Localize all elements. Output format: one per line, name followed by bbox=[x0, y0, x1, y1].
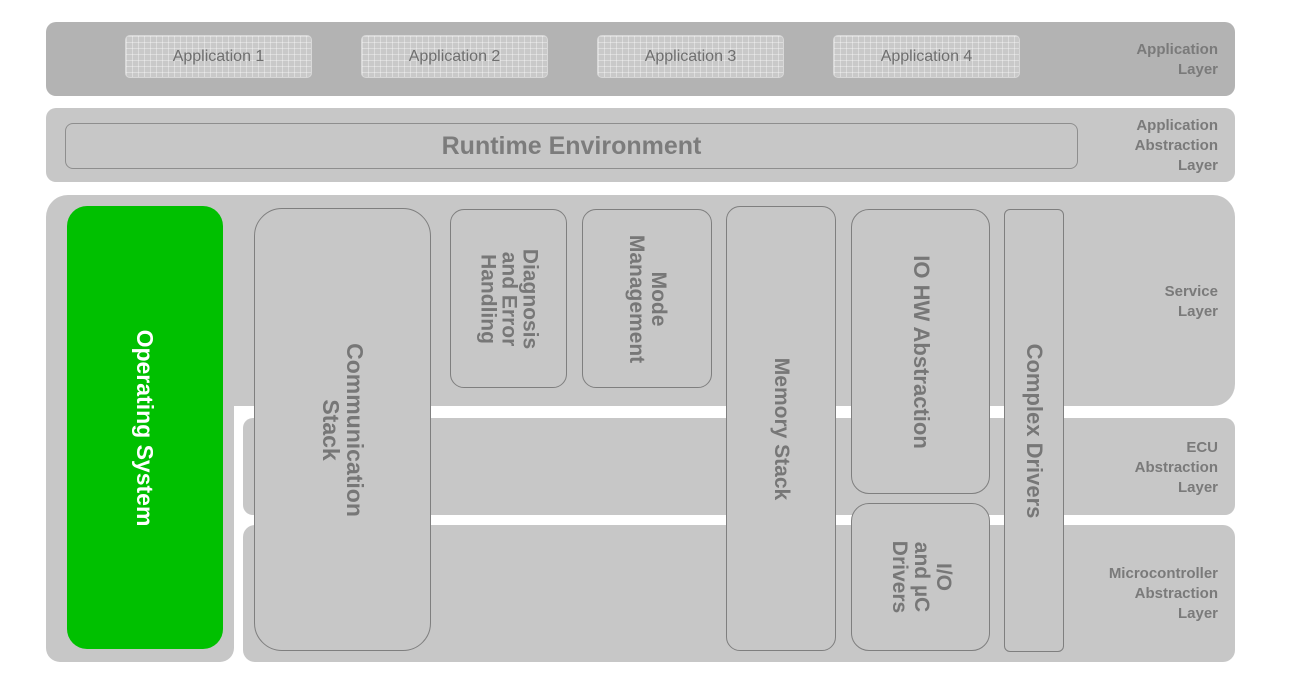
mode-management-label: Mode Management bbox=[625, 234, 670, 363]
application-1-box: Application 1 bbox=[125, 35, 312, 78]
operating-system-label: Operating System bbox=[132, 329, 158, 526]
label-line: Layer bbox=[1177, 157, 1218, 174]
label-line: Service bbox=[1164, 283, 1218, 300]
label-line: Mode bbox=[647, 271, 670, 326]
label-line: Application bbox=[1136, 117, 1218, 134]
label-line: Layer bbox=[1177, 61, 1218, 78]
application-layer-label: Application Layer bbox=[1058, 40, 1218, 80]
application-abstraction-layer-band bbox=[46, 108, 1235, 182]
label-line: Layer bbox=[1177, 605, 1218, 622]
label-line: Layer bbox=[1177, 479, 1218, 496]
complex-drivers-box: Complex Drivers bbox=[1004, 209, 1064, 652]
label-line: Communication bbox=[341, 342, 368, 517]
mode-management-box: Mode Management bbox=[582, 209, 712, 388]
label-line: IO HW Abstraction bbox=[908, 254, 934, 449]
label-line: I/O bbox=[931, 562, 955, 592]
application-3-box: Application 3 bbox=[597, 35, 784, 78]
application-4-box: Application 4 bbox=[833, 35, 1020, 78]
application-2-label: Application 2 bbox=[408, 47, 501, 65]
ecu-abstraction-layer-label: ECU Abstraction Layer bbox=[1058, 438, 1218, 498]
communication-stack-label: Communication Stack bbox=[317, 342, 368, 517]
label-line: Operating System bbox=[132, 329, 158, 526]
label-line: Application bbox=[1136, 41, 1218, 58]
io-uc-drivers-label: I/O and µC Drivers bbox=[887, 540, 955, 614]
runtime-environment-label: Runtime Environment bbox=[441, 131, 702, 160]
io-uc-drivers-box: I/O and µC Drivers bbox=[851, 503, 990, 651]
application-1-label: Application 1 bbox=[172, 47, 265, 65]
operating-system-box: Operating System bbox=[67, 206, 223, 649]
label-line: Abstraction bbox=[1134, 137, 1218, 154]
application-3-label: Application 3 bbox=[644, 47, 737, 65]
microcontroller-abstraction-layer-label: Microcontroller Abstraction Layer bbox=[1058, 564, 1218, 624]
label-line: Abstraction bbox=[1134, 585, 1218, 602]
label-line: Memory Stack bbox=[770, 357, 793, 500]
label-line: Diagnosis bbox=[518, 248, 541, 349]
label-line: Stack bbox=[317, 398, 344, 461]
label-line: Complex Drivers bbox=[1022, 343, 1047, 518]
label-line: Abstraction bbox=[1134, 459, 1218, 476]
label-line: and Error bbox=[497, 251, 520, 346]
application-4-label: Application 4 bbox=[880, 47, 973, 65]
complex-drivers-label: Complex Drivers bbox=[1022, 343, 1047, 518]
runtime-environment-box: Runtime Environment bbox=[65, 123, 1078, 169]
label-line: Layer bbox=[1177, 303, 1218, 320]
io-hw-abstraction-label: IO HW Abstraction bbox=[908, 254, 934, 449]
memory-stack-box: Memory Stack bbox=[726, 206, 836, 651]
memory-stack-label: Memory Stack bbox=[769, 357, 793, 499]
application-2-box: Application 2 bbox=[361, 35, 548, 78]
label-line: and µC bbox=[909, 541, 933, 613]
label-line: Handling bbox=[476, 253, 499, 344]
io-hw-abstraction-box: IO HW Abstraction bbox=[851, 209, 990, 494]
communication-stack-box: Communication Stack bbox=[254, 208, 431, 651]
label-line: Management bbox=[625, 234, 648, 363]
diagnosis-error-handling-label: Diagnosis and Error Handling bbox=[476, 248, 541, 349]
label-line: Microcontroller bbox=[1108, 565, 1218, 582]
diagnosis-error-handling-box: Diagnosis and Error Handling bbox=[450, 209, 567, 388]
label-line: Drivers bbox=[887, 540, 911, 614]
service-layer-label: Service Layer bbox=[1058, 282, 1218, 322]
application-abstraction-layer-label: Application Abstraction Layer bbox=[1058, 116, 1218, 176]
label-line: ECU bbox=[1186, 439, 1218, 456]
